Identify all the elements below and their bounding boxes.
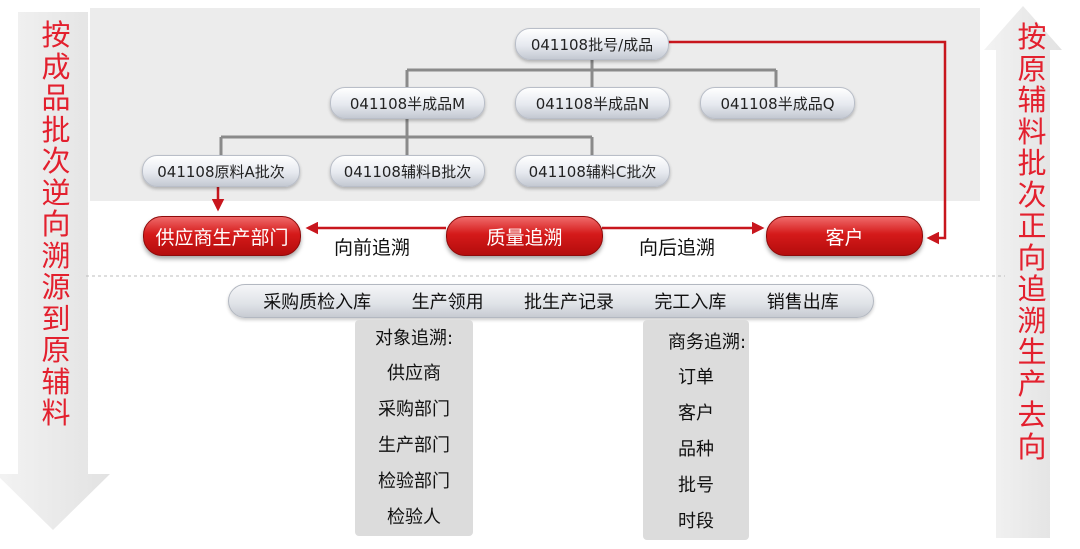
right-caption-char: 辅 (1017, 83, 1047, 117)
right-caption-char: 正 (1017, 209, 1047, 243)
process-step: 完工入库 (654, 292, 727, 313)
business-trace-title: 商务追溯: (667, 332, 747, 353)
left-caption-char: 成 (41, 49, 71, 84)
right-caption-char: 批 (1017, 146, 1047, 180)
left-caption-char: 次 (41, 144, 71, 178)
right-caption-char: 向 (1017, 429, 1047, 464)
left-caption-char: 料 (41, 396, 71, 430)
object-trace-item: 生产部门 (378, 435, 450, 456)
right-caption-char: 按 (1017, 20, 1047, 54)
object-trace-item: 采购部门 (378, 399, 450, 420)
right-caption-char: 向 (1017, 240, 1047, 275)
object-trace-title: 对象追溯: (374, 328, 454, 349)
right-caption-char: 生 (1017, 335, 1047, 369)
left-caption-char: 按 (41, 18, 71, 52)
right-caption-char: 去 (1017, 398, 1047, 432)
left-down-arrow (0, 12, 110, 530)
tree-connectors (219, 57, 778, 155)
root-node: 041108批号/成品 (515, 28, 669, 60)
process-step: 批生产记录 (523, 292, 614, 313)
object-trace-column: 对象追溯: 供应商 采购部门 生产部门 检验部门 检验人 (355, 320, 473, 536)
left-caption-char: 原 (41, 333, 71, 367)
business-trace-item: 订单 (678, 367, 714, 388)
process-step: 采购质检入库 (263, 292, 372, 313)
object-trace-item: 检验部门 (378, 471, 450, 492)
business-trace-column: 商务追溯: 订单 客户 品种 批号 时段 (643, 320, 749, 540)
customer-node: 客户 (766, 216, 923, 256)
raw-node-c: 041108辅料C批次 (515, 155, 670, 187)
left-caption-char: 批 (41, 112, 71, 147)
business-trace-item: 批号 (678, 475, 714, 496)
supplier-node: 供应商生产部门 (143, 216, 301, 256)
right-caption-char: 溯 (1017, 303, 1047, 338)
raw-node-a: 041108原料A批次 (142, 155, 300, 187)
left-caption-char: 到 (41, 301, 71, 336)
quality-trace-node: 质量追溯 (446, 216, 603, 256)
process-bar: 采购质检入库 生产领用 批生产记录 完工入库 销售出库 (228, 284, 874, 318)
semi-node-q: 041108半成品Q (700, 87, 855, 119)
object-trace-item: 供应商 (387, 363, 441, 384)
left-caption-char: 向 (41, 207, 71, 241)
left-caption-char: 品 (41, 81, 71, 115)
right-caption-char: 产 (1017, 366, 1047, 401)
raw-node-b: 041108辅料B批次 (330, 155, 485, 187)
left-caption-char: 源 (41, 270, 71, 304)
right-caption-char: 追 (1017, 272, 1047, 306)
object-trace-item: 检验人 (387, 507, 441, 528)
semi-node-m: 041108半成品M (330, 87, 485, 119)
right-caption-char: 料 (1017, 114, 1047, 149)
forward-trace-label: 向后追溯 (639, 237, 716, 259)
left-caption-char: 辅 (41, 364, 71, 399)
right-caption-char: 次 (1017, 177, 1047, 212)
left-caption-char: 溯 (41, 238, 71, 273)
left-caption-char: 逆 (41, 175, 71, 210)
business-trace-item: 客户 (678, 403, 714, 424)
semi-node-n: 041108半成品N (515, 87, 670, 119)
right-caption: 按原辅料批次正向追溯生产去向 (1009, 20, 1055, 464)
left-caption: 按成品批次逆向溯源到原辅料 (33, 18, 79, 430)
right-up-arrow (984, 6, 1062, 538)
right-caption-char: 原 (1017, 51, 1047, 86)
business-trace-item: 品种 (678, 439, 714, 460)
red-connectors (211, 40, 947, 245)
process-step: 生产领用 (411, 292, 484, 313)
backward-trace-label: 向前追溯 (334, 237, 411, 259)
process-step: 销售出库 (766, 292, 839, 313)
business-trace-item: 时段 (678, 511, 714, 532)
